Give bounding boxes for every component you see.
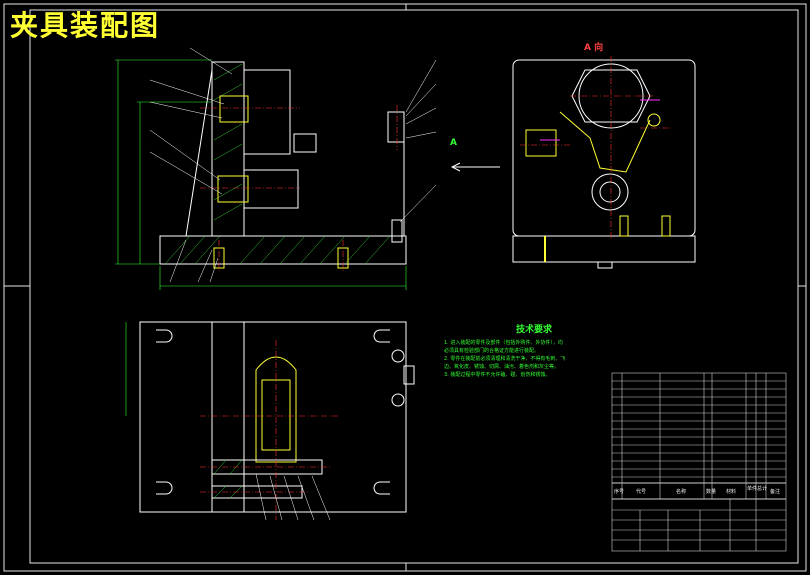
side-centerlines — [520, 56, 672, 240]
table-header-cell: 备注 — [770, 489, 781, 495]
workpiece-lower — [217, 175, 249, 203]
side-magenta-marks — [540, 99, 660, 141]
table-header-cell: 材料 — [726, 489, 737, 495]
plan-outline — [139, 321, 407, 513]
table-header-cell: 总计 — [757, 486, 768, 492]
view-a-label: A 向 — [584, 43, 604, 53]
plan-workpiece — [255, 356, 297, 463]
plan-slots — [156, 329, 390, 495]
plan-right-knobs — [391, 349, 415, 407]
notes-line: 边、氧化皮、锈蚀、切屑、油污、着色剂和灰尘等。 — [444, 364, 560, 370]
front-leaders — [149, 47, 437, 283]
front-centerlines — [200, 105, 398, 272]
side-bolt-right — [661, 215, 671, 237]
side-body — [512, 59, 696, 237]
technical-requirements: 技术要求 1. 进入装配的零件及部件（包括外购件、外协件），均 必须具有检验部门… — [444, 322, 624, 379]
table-header-cell: 序号 — [614, 489, 625, 495]
notes-line: 2. 零件在装配前必须清理和清洗干净，不得有毛刺、飞 — [444, 356, 566, 362]
view-arrow — [450, 162, 500, 172]
side-base — [512, 235, 696, 263]
side-clamp — [525, 129, 557, 157]
side-foot — [597, 261, 613, 269]
workpiece-upper — [219, 95, 249, 123]
notes-title: 技术要求 — [515, 325, 552, 335]
drawing-title: 夹具装配图 — [10, 9, 161, 42]
plan-centerlines — [200, 340, 340, 520]
front-dimensions — [115, 59, 407, 290]
notes-line: 1. 进入装配的零件及部件（包括外购件、外协件），均 — [444, 340, 563, 346]
notes-line: 必须具有检验部门的合格证方能进行装配。 — [444, 348, 540, 354]
table-header-cell: 名称 — [676, 489, 687, 495]
table-header-row: 序号 代号 名称 数量 材料 单件 总计 备注 — [612, 484, 786, 498]
plan-support — [211, 321, 245, 513]
lower-bore — [591, 173, 629, 211]
view-arrow-label: A — [450, 138, 457, 148]
clamp-screw — [293, 133, 317, 153]
plan-leaders — [255, 473, 331, 521]
notes-line: 3. 装配过程中零件不允许磕、碰、划伤和锈蚀。 — [444, 372, 551, 378]
clamp-block-lower — [243, 169, 299, 209]
lever-arm — [559, 111, 651, 173]
right-pin — [391, 219, 403, 243]
drawing-frame — [3, 3, 807, 572]
parts-table — [611, 372, 787, 552]
lower-bore-inner — [599, 181, 621, 203]
base-plate — [159, 235, 407, 265]
side-view — [512, 56, 696, 269]
support-hatch — [213, 63, 243, 221]
table-header-cell: 代号 — [636, 489, 647, 495]
table-header-cell: 数量 — [706, 489, 717, 495]
table-header-cell: 单件 — [747, 486, 758, 492]
side-bolt-left — [619, 215, 629, 237]
base-hatch — [164, 235, 391, 265]
side-pin — [647, 113, 661, 127]
support-rib — [185, 69, 213, 237]
front-view — [115, 47, 437, 290]
top-view — [125, 321, 415, 521]
right-tower — [387, 111, 405, 143]
clamp-block-upper — [243, 69, 291, 155]
vertical-support — [211, 61, 245, 237]
